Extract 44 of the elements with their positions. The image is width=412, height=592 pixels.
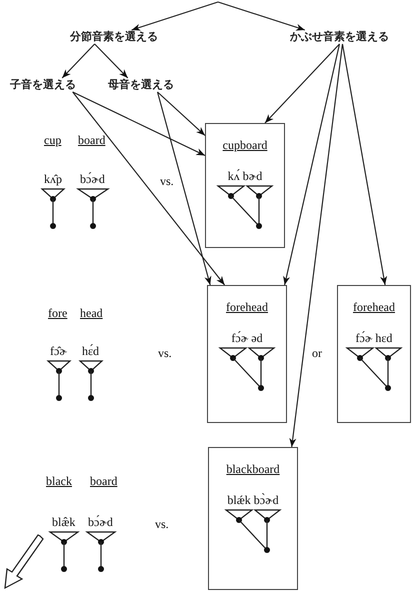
phonetic-text: vs. <box>158 346 172 360</box>
phonetic-text: vs. <box>160 174 174 188</box>
arrow <box>72 92 206 156</box>
arrow <box>264 44 340 124</box>
arrow <box>157 92 206 136</box>
arrow <box>289 44 344 448</box>
word-label: board <box>90 474 118 488</box>
word-label: black <box>46 474 72 488</box>
word-box <box>208 447 298 590</box>
word-label: head <box>80 306 103 320</box>
phonetic-text: bɔ́ɚd <box>80 172 105 186</box>
word-label: cup <box>44 133 62 147</box>
word-box <box>337 285 411 423</box>
arrow <box>94 44 128 78</box>
step-label: 母音を選える <box>108 78 174 92</box>
phonetic-text: fɔ̂ɚ <box>50 344 67 358</box>
arrow <box>62 44 96 78</box>
word-heading: forehead <box>226 300 268 315</box>
step-label: 分節音素を選える <box>70 30 158 44</box>
arrow <box>342 44 388 286</box>
word-box <box>207 285 287 423</box>
arrow <box>131 1 218 31</box>
phonetic-text: vs. <box>155 517 169 531</box>
arrow <box>218 1 306 31</box>
phonetic-text: bɔ́ɚd <box>88 515 113 529</box>
step-label: 子音を選える <box>10 78 76 92</box>
arrow <box>156 92 212 286</box>
phonetic-text: fɔ́ɚ əd <box>231 331 263 345</box>
step-label: かぶせ音素を選える <box>290 30 389 44</box>
word-label: fore <box>48 306 68 320</box>
phonetic-text: or <box>312 346 322 360</box>
word-heading: cupboard <box>222 138 268 153</box>
word-heading: forehead <box>353 300 395 315</box>
phonetic-text: blæ̂k <box>52 515 76 529</box>
phonetic-text: hɛ́d <box>82 344 100 358</box>
arrow <box>283 44 340 286</box>
phonetic-text: fɔ́ɚ hɛd <box>356 331 392 345</box>
word-label: board <box>78 133 106 147</box>
phonetic-text: kʌ̂p <box>44 172 62 186</box>
phonetic-text: kʌ́ bɚd <box>228 169 262 183</box>
word-box <box>205 123 285 248</box>
arrow <box>72 92 226 286</box>
word-heading: blackboard <box>226 462 280 477</box>
phonetic-text: blǽk bɔ̀ɚd <box>227 493 279 507</box>
